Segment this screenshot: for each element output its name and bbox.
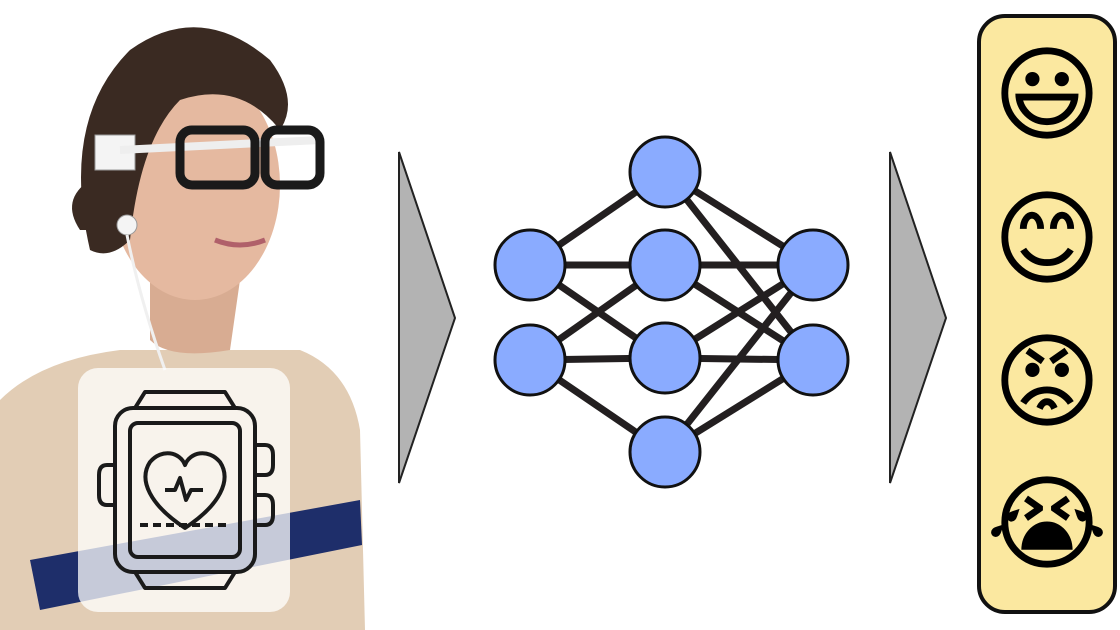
- angry-face-icon: 😡: [993, 321, 1101, 443]
- arrow-to-emotions: [889, 151, 948, 484]
- network-node: [628, 321, 702, 395]
- network-edge: [662, 262, 816, 455]
- network-node: [628, 135, 702, 209]
- emotion-panel: [977, 14, 1117, 614]
- smartwatch-heart-rate-icon: [78, 368, 290, 612]
- arrow-to-network: [398, 151, 457, 484]
- neural-network: [493, 135, 850, 489]
- network-node: [776, 323, 850, 397]
- smiling-face-icon: 😊: [993, 178, 1101, 300]
- network-node: [776, 228, 850, 302]
- network-node: [628, 415, 702, 489]
- network-node: [628, 228, 702, 302]
- grinning-face-icon: 😃: [993, 34, 1101, 156]
- crying-face-icon: 😭: [986, 463, 1108, 585]
- ear-sensor-icon: [116, 214, 167, 371]
- network-node: [493, 323, 567, 397]
- emotion-list: 😃 😊 😡 😭: [986, 34, 1108, 585]
- network-node: [493, 228, 567, 302]
- eye-tracking-glasses-icon: [94, 125, 325, 190]
